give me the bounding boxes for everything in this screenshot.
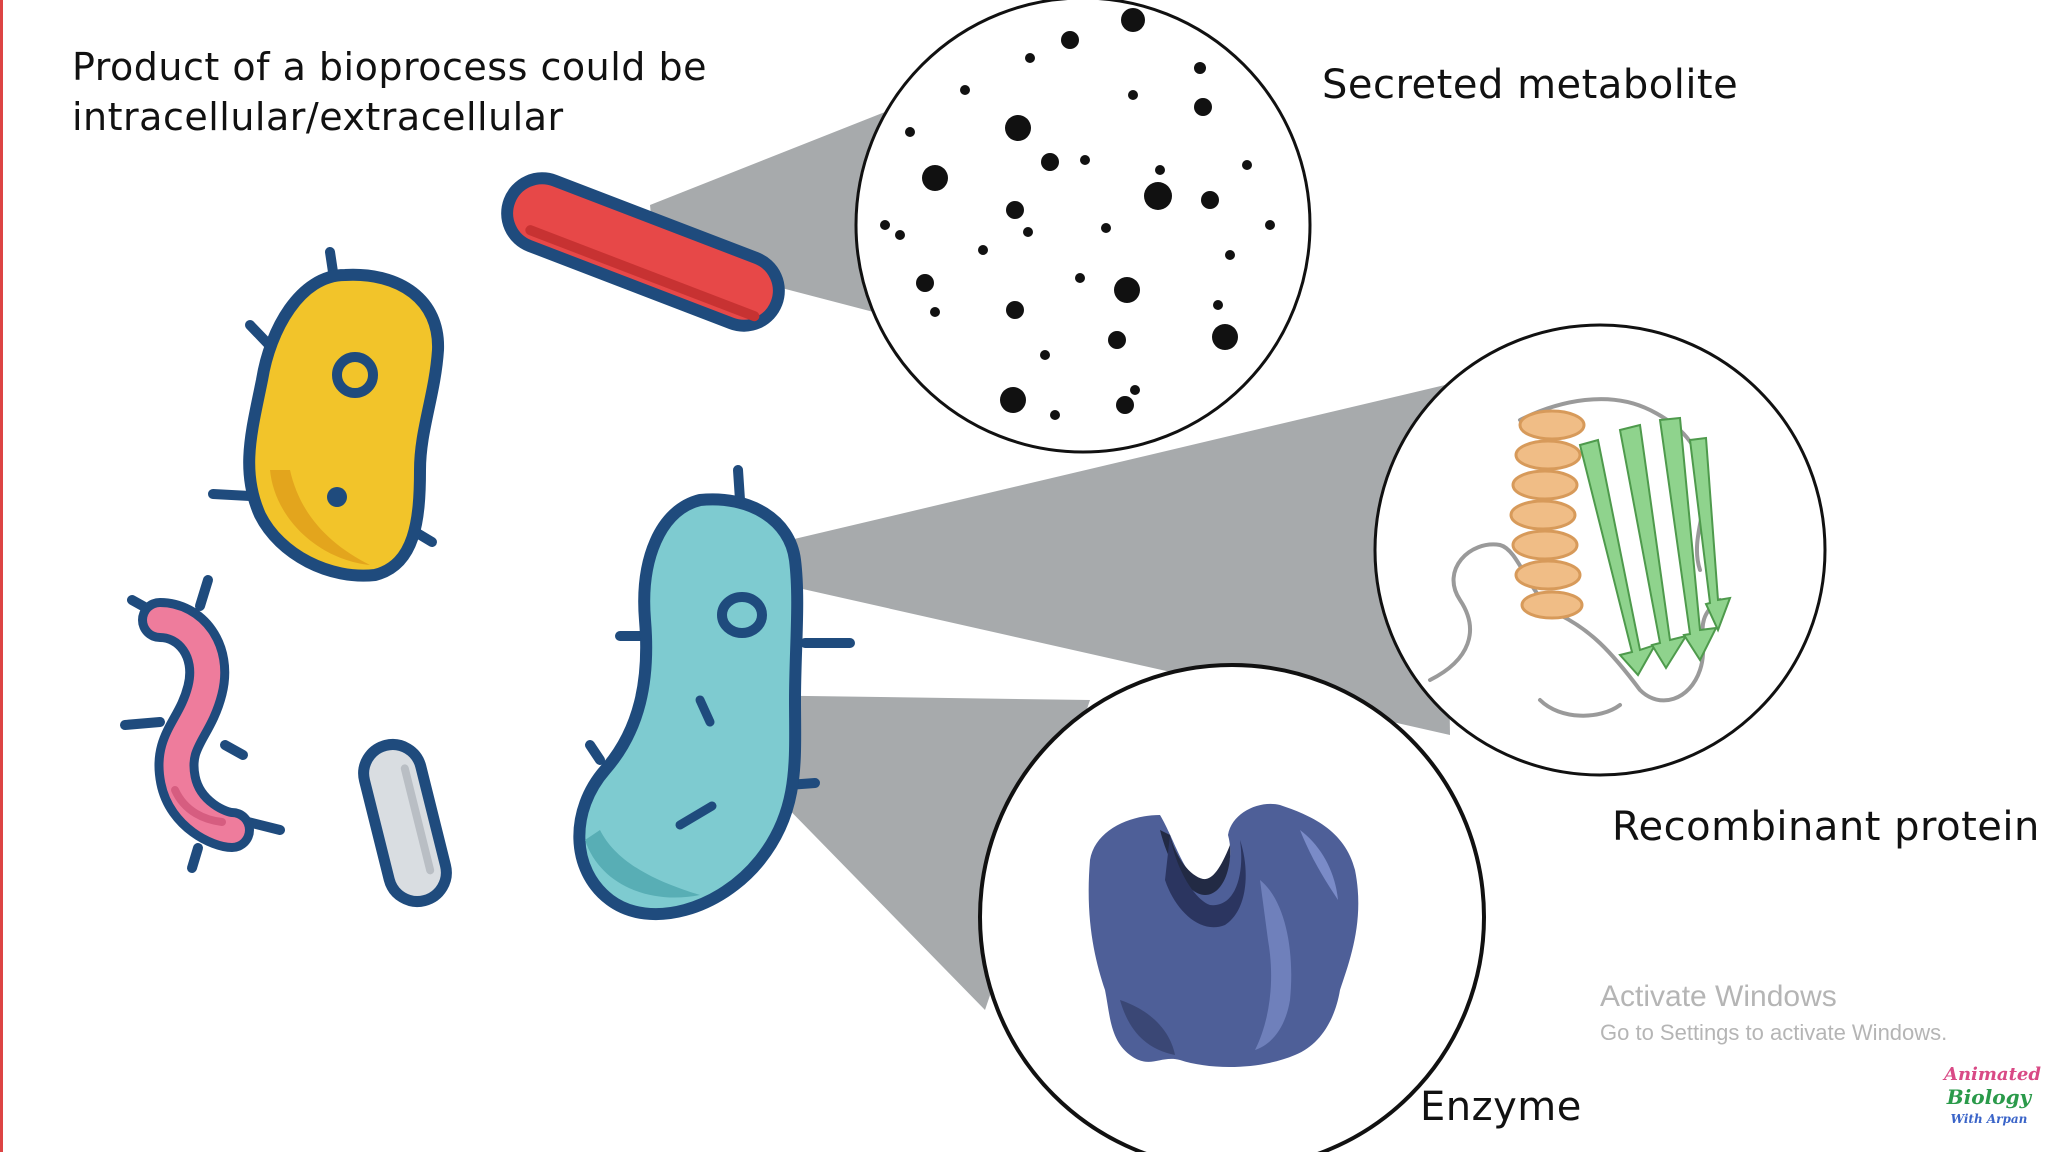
- teal-bacterium: [573, 465, 855, 920]
- yellow-bacterium: [208, 247, 445, 582]
- metabolite-dot: [1265, 220, 1275, 230]
- enzyme-zoom-circle: [978, 663, 1486, 1152]
- metabolite-dot: [922, 165, 948, 191]
- logo-line-1: Animated: [1944, 1064, 2041, 1085]
- metabolite-dot: [1201, 191, 1219, 209]
- metabolite-dot: [1212, 324, 1238, 350]
- diagram-title: Product of a bioprocess could be intrace…: [72, 42, 707, 142]
- metabolite-dot: [916, 274, 934, 292]
- metabolite-dot: [978, 245, 988, 255]
- metabolite-dot: [1114, 277, 1140, 303]
- metabolite-dot: [960, 85, 970, 95]
- metabolite-dot: [1025, 53, 1035, 63]
- metabolite-dot: [1040, 350, 1050, 360]
- channel-logo: Animated Biology With Arpan: [1944, 1064, 2041, 1130]
- metabolite-dot: [1128, 90, 1138, 100]
- grey-rod-bacterium: [358, 739, 452, 907]
- cone-teal-to-protein: [785, 385, 1450, 735]
- metabolite-dot: [1101, 223, 1111, 233]
- metabolite-dot: [1130, 385, 1140, 395]
- metabolite-dot: [905, 127, 915, 137]
- logo-line-2: Biology: [1946, 1085, 2032, 1109]
- title-line-1: Product of a bioprocess could be: [72, 45, 707, 89]
- logo-line-3: With Arpan: [1950, 1112, 2028, 1126]
- metabolite-dot: [1194, 98, 1212, 116]
- metabolite-dot: [1006, 301, 1024, 319]
- watermark-line-2: Go to Settings to activate Windows.: [1600, 1020, 1948, 1045]
- label-secreted-metabolite: Secreted metabolite: [1322, 62, 1739, 108]
- metabolite-dot: [1050, 410, 1060, 420]
- metabolite-dot: [1075, 273, 1085, 283]
- label-recombinant-protein: Recombinant protein: [1612, 804, 2040, 850]
- metabolite-dot: [880, 220, 890, 230]
- watermark-line-1: Activate Windows: [1600, 980, 1837, 1013]
- metabolite-dot: [1041, 153, 1059, 171]
- metabolite-dot: [1194, 62, 1206, 74]
- metabolite-dot: [1023, 227, 1033, 237]
- metabolite-dot: [1080, 155, 1090, 165]
- metabolite-dot: [1006, 201, 1024, 219]
- metabolite-dot: [930, 307, 940, 317]
- metabolite-dot: [1144, 182, 1172, 210]
- red-rod-bacterium: [501, 172, 785, 332]
- metabolite-dot: [1242, 160, 1252, 170]
- metabolite-dot: [1005, 115, 1031, 141]
- protein-structure: [1428, 397, 1732, 718]
- left-red-border: [0, 0, 3, 1152]
- metabolite-dot: [1000, 387, 1026, 413]
- label-enzyme: Enzyme: [1420, 1084, 1582, 1130]
- activate-windows-watermark: Activate Windows Go to Settings to activ…: [1600, 980, 1947, 1046]
- metabolite-dot: [1121, 8, 1145, 32]
- metabolite-dot: [1225, 250, 1235, 260]
- protein-zoom-circle: [1373, 323, 1827, 777]
- enzyme-structure: [1088, 803, 1359, 1067]
- metabolite-zoom-circle: [854, 0, 1312, 454]
- metabolite-dot: [895, 230, 905, 240]
- metabolite-dot: [1213, 300, 1223, 310]
- metabolite-dot: [1061, 31, 1079, 49]
- metabolite-dot: [1116, 396, 1134, 414]
- metabolite-dots: [880, 8, 1275, 420]
- metabolite-dot: [1155, 165, 1165, 175]
- metabolite-dot: [1108, 331, 1126, 349]
- pink-spiral-bacterium: [120, 575, 285, 873]
- title-line-2: intracellular/extracellular: [72, 95, 564, 139]
